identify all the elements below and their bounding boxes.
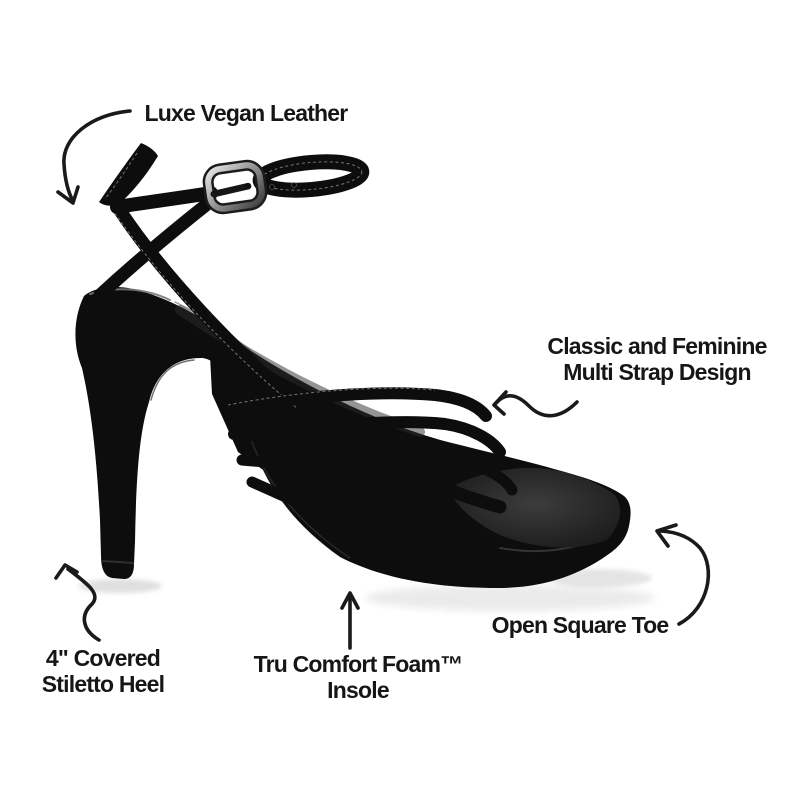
- toe-strap-4: [246, 476, 476, 578]
- strap-hole: [269, 184, 275, 190]
- callout-stiletto-heel-line1: 4" Covered: [45, 645, 161, 671]
- callout-multi-strap-line2: Multi Strap Design: [563, 359, 751, 385]
- arrow-square-toe: [655, 523, 711, 626]
- callout-square-toe: Open Square Toe: [491, 612, 670, 638]
- strap-hole: [291, 182, 297, 188]
- toe-strap-1: [222, 387, 492, 422]
- callout-multi-strap-line1: Classic and Feminine: [547, 333, 767, 359]
- front-straps: [93, 198, 518, 578]
- callout-vegan-leather-label: Luxe Vegan Leather: [144, 100, 349, 126]
- arrow-stiletto-heel: [54, 563, 101, 642]
- callout-vegan-leather: Luxe Vegan Leather: [144, 100, 349, 126]
- toe-strap-3: [236, 454, 518, 496]
- cross-strap-2: [295, 407, 500, 563]
- ankle-diagonal-strap: [112, 202, 507, 514]
- callout-multi-strap: Classic and Feminine Multi Strap Design: [547, 333, 767, 385]
- callout-foam-insole-line2: Insole: [327, 677, 389, 703]
- toe-insole: [450, 467, 621, 548]
- arrow-foam-insole: [340, 591, 360, 650]
- arrow-vegan-leather: [56, 109, 132, 205]
- ankle-strap: [99, 143, 370, 215]
- cross-strap-1: [257, 425, 465, 561]
- callout-square-toe-label: Open Square Toe: [491, 612, 670, 638]
- buckle-band: [110, 186, 218, 214]
- callout-stiletto-heel-line2: Stiletto Heel: [41, 671, 165, 697]
- callout-stiletto-heel: 4" Covered Stiletto Heel: [42, 645, 165, 697]
- callout-foam-insole-line1: Tru Comfort Foam™: [253, 651, 464, 677]
- callout-arrows: [54, 109, 711, 650]
- callout-foam-insole: Tru Comfort Foam™ Insole: [253, 651, 464, 703]
- strap-free-end: [99, 143, 158, 206]
- arrow-multi-strap: [492, 390, 579, 418]
- buckle: [202, 159, 268, 215]
- toe-strap-2: [228, 416, 506, 458]
